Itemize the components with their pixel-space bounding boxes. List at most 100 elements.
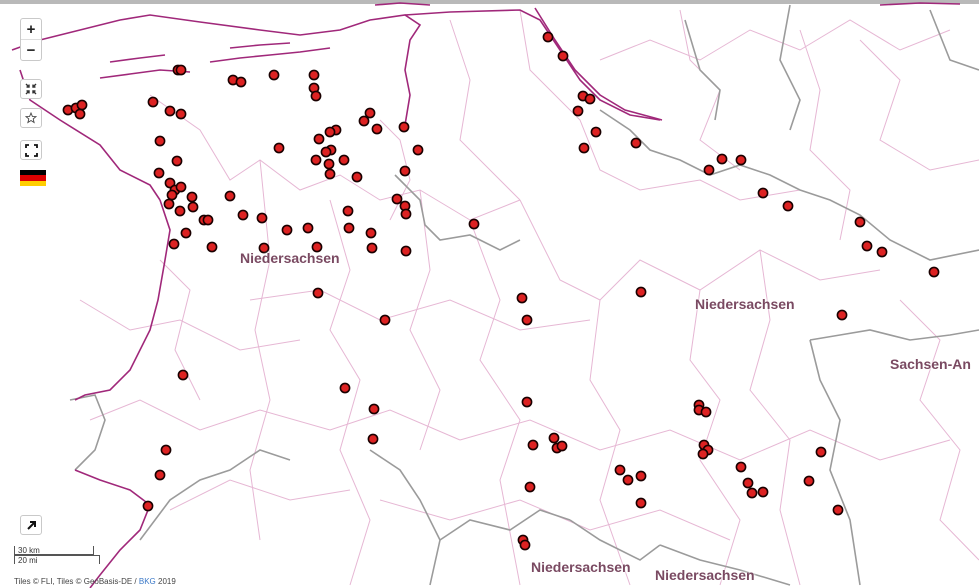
fullscreen-button[interactable] — [20, 140, 42, 160]
site-marker[interactable] — [735, 461, 747, 473]
site-marker[interactable] — [521, 314, 533, 326]
site-marker[interactable] — [338, 154, 350, 166]
site-marker[interactable] — [697, 448, 709, 460]
site-marker[interactable] — [160, 444, 172, 456]
site-marker[interactable] — [237, 209, 249, 221]
site-marker[interactable] — [542, 31, 554, 43]
site-marker[interactable] — [700, 406, 712, 418]
site-marker[interactable] — [635, 286, 647, 298]
site-marker[interactable] — [400, 245, 412, 257]
site-marker[interactable] — [703, 164, 715, 176]
site-marker[interactable] — [175, 108, 187, 120]
site-marker[interactable] — [343, 222, 355, 234]
site-marker[interactable] — [175, 181, 187, 193]
site-marker[interactable] — [313, 133, 325, 145]
site-marker[interactable] — [268, 69, 280, 81]
site-marker[interactable] — [166, 189, 178, 201]
site-marker[interactable] — [154, 135, 166, 147]
site-marker[interactable] — [302, 222, 314, 234]
germany-flag-icon[interactable] — [20, 170, 46, 186]
site-marker[interactable] — [746, 487, 758, 499]
site-marker[interactable] — [635, 470, 647, 482]
site-marker[interactable] — [174, 205, 186, 217]
site-marker[interactable] — [311, 241, 323, 253]
site-marker[interactable] — [519, 539, 531, 551]
site-marker[interactable] — [861, 240, 873, 252]
site-marker[interactable] — [412, 144, 424, 156]
site-marker[interactable] — [854, 216, 866, 228]
site-marker[interactable] — [548, 432, 560, 444]
site-marker[interactable] — [323, 158, 335, 170]
site-marker[interactable] — [342, 205, 354, 217]
site-marker[interactable] — [256, 212, 268, 224]
site-marker[interactable] — [171, 155, 183, 167]
bookmark-button[interactable] — [20, 108, 42, 128]
site-marker[interactable] — [177, 369, 189, 381]
site-marker[interactable] — [320, 146, 332, 158]
site-marker[interactable] — [74, 108, 86, 120]
site-marker[interactable] — [154, 469, 166, 481]
site-marker[interactable] — [584, 93, 596, 105]
site-marker[interactable] — [757, 486, 769, 498]
site-marker[interactable] — [371, 123, 383, 135]
site-marker[interactable] — [716, 153, 728, 165]
site-marker[interactable] — [876, 246, 888, 258]
locate-button[interactable] — [20, 515, 42, 535]
site-marker[interactable] — [312, 287, 324, 299]
site-marker[interactable] — [635, 497, 647, 509]
site-marker[interactable] — [572, 105, 584, 117]
site-marker[interactable] — [235, 76, 247, 88]
site-marker[interactable] — [175, 64, 187, 76]
site-marker[interactable] — [308, 69, 320, 81]
fit-bounds-button[interactable] — [20, 79, 42, 99]
site-marker[interactable] — [164, 105, 176, 117]
site-marker[interactable] — [180, 227, 192, 239]
site-marker[interactable] — [310, 154, 322, 166]
site-marker[interactable] — [398, 121, 410, 133]
zoom-out-button[interactable]: − — [21, 39, 41, 60]
site-marker[interactable] — [76, 99, 88, 111]
site-marker[interactable] — [556, 440, 568, 452]
site-marker[interactable] — [273, 142, 285, 154]
site-marker[interactable] — [147, 96, 159, 108]
site-marker[interactable] — [168, 238, 180, 250]
site-marker[interactable] — [339, 382, 351, 394]
site-marker[interactable] — [524, 481, 536, 493]
site-marker[interactable] — [782, 200, 794, 212]
site-marker[interactable] — [187, 201, 199, 213]
site-marker[interactable] — [836, 309, 848, 321]
site-marker[interactable] — [832, 504, 844, 516]
site-marker[interactable] — [364, 107, 376, 119]
site-marker[interactable] — [163, 198, 175, 210]
site-marker[interactable] — [590, 126, 602, 138]
site-marker[interactable] — [202, 214, 214, 226]
site-marker[interactable] — [258, 242, 270, 254]
site-marker[interactable] — [527, 439, 539, 451]
site-marker[interactable] — [206, 241, 218, 253]
site-marker[interactable] — [164, 177, 176, 189]
site-marker[interactable] — [153, 167, 165, 179]
site-marker[interactable] — [351, 171, 363, 183]
site-marker[interactable] — [742, 477, 754, 489]
site-marker[interactable] — [224, 190, 236, 202]
site-marker[interactable] — [757, 187, 769, 199]
site-marker[interactable] — [366, 242, 378, 254]
site-marker[interactable] — [815, 446, 827, 458]
site-marker[interactable] — [281, 224, 293, 236]
site-marker[interactable] — [516, 292, 528, 304]
site-marker[interactable] — [324, 168, 336, 180]
site-marker[interactable] — [368, 403, 380, 415]
site-marker[interactable] — [186, 191, 198, 203]
site-marker[interactable] — [928, 266, 940, 278]
site-marker[interactable] — [614, 464, 626, 476]
site-marker[interactable] — [391, 193, 403, 205]
site-marker[interactable] — [622, 474, 634, 486]
site-marker[interactable] — [367, 433, 379, 445]
site-marker[interactable] — [400, 208, 412, 220]
site-marker[interactable] — [379, 314, 391, 326]
site-marker[interactable] — [468, 218, 480, 230]
site-marker[interactable] — [365, 227, 377, 239]
site-marker[interactable] — [324, 126, 336, 138]
